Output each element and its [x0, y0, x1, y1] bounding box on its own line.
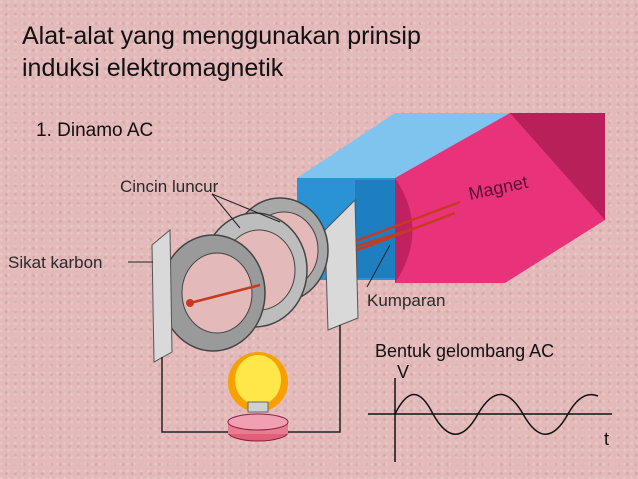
bulb-socket-top	[227, 413, 289, 431]
light-bulb-icon	[227, 352, 289, 442]
leader-slip-ring-2	[211, 193, 281, 223]
magnet-blue-top	[297, 113, 520, 178]
slip-ring-label: Cincin luncur	[120, 177, 219, 196]
magnet-pink-side	[510, 113, 605, 220]
circuit-wire-right	[287, 325, 341, 433]
carbon-brush-label: Sikat karbon	[8, 253, 103, 272]
bulb-base	[247, 401, 269, 413]
section-subtitle: 1. Dinamo AC	[36, 120, 154, 141]
slip-ring-front-hole	[181, 252, 253, 334]
magnet-pink-curve	[395, 178, 413, 283]
bulb-glass	[235, 355, 281, 405]
carbon-brush-right	[324, 198, 359, 331]
waveform-y-label: V	[397, 362, 409, 382]
leader-coil	[366, 244, 391, 288]
carbon-brush-left	[151, 228, 173, 363]
slip-rings	[160, 197, 329, 352]
title-line-1: Alat-alat yang menggunakan prinsip	[22, 22, 421, 50]
coil-label: Kumparan	[367, 291, 445, 310]
waveform-sine	[394, 393, 599, 435]
magnet: Magnet	[297, 113, 605, 283]
axle-wire	[189, 283, 261, 305]
ring-contact	[186, 299, 194, 307]
waveform-caption: Bentuk gelombang AC	[375, 341, 554, 361]
page-title: Alat-alat yang menggunakan prinsip induk…	[22, 20, 421, 84]
magnet-pink-front	[395, 178, 505, 283]
circuit-wire-left	[161, 357, 232, 433]
ac-waveform: Bentuk gelombang AC V t	[368, 341, 612, 462]
title-line-2: induksi elektromagnetik	[22, 54, 284, 82]
waveform-x-label: t	[604, 429, 609, 449]
leader-slip-ring-1	[211, 193, 241, 229]
